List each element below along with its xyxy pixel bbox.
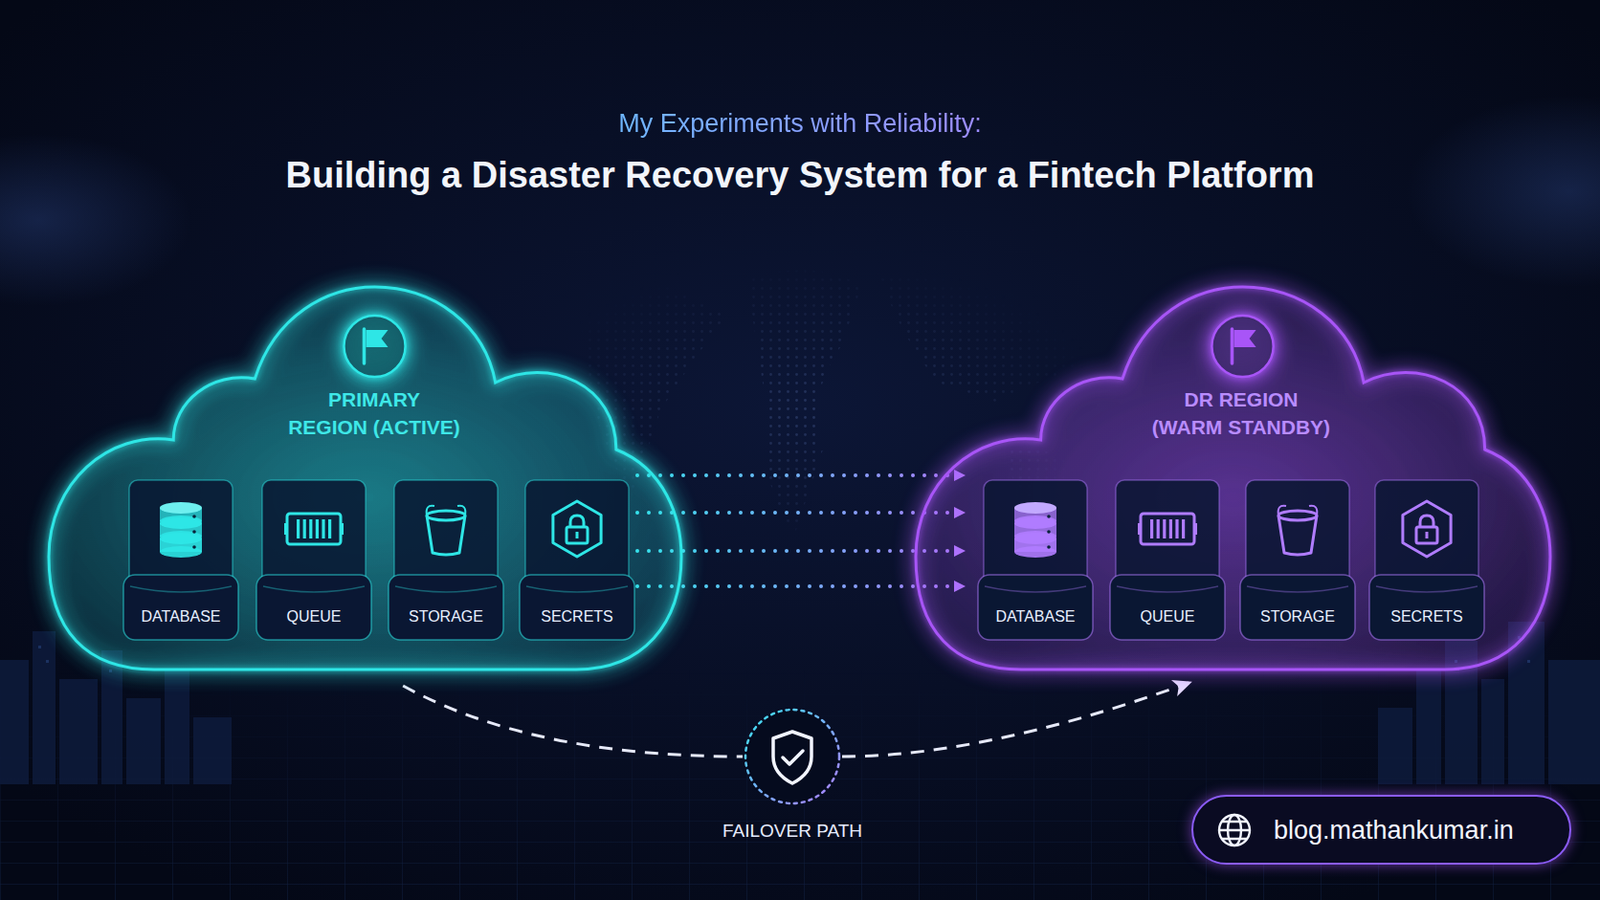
shield-circle — [734, 709, 850, 839]
failover-badge: FAILOVER PATH — [734, 709, 850, 839]
diagram-title: Building a Disaster Recovery System for … — [34, 155, 1566, 197]
service-box: DATABASE — [122, 479, 240, 642]
failover-path — [402, 686, 743, 757]
region-label: DR REGION (WARM STANDBY) — [1151, 385, 1332, 442]
service-box: DATABASE — [977, 479, 1094, 642]
region-cloud: PRIMARY REGION (ACTIVE) DATABASE QUEUE STOR… — [48, 287, 682, 670]
url-pill: blog.mathankumar.in — [1191, 795, 1572, 866]
service-box: STORAGE — [1239, 479, 1356, 642]
service-box: SECRETS — [518, 479, 636, 642]
replication-line — [637, 511, 964, 515]
service-box: QUEUE — [1109, 479, 1226, 642]
service-box: QUEUE — [255, 479, 373, 642]
service-label: STORAGE — [387, 607, 505, 627]
service-label: QUEUE — [255, 607, 373, 627]
service-box: STORAGE — [387, 479, 505, 642]
url-label: blog.mathankumar.in — [1273, 816, 1514, 846]
service-label: STORAGE — [1239, 607, 1356, 627]
replication-line — [637, 473, 964, 478]
region-cloud: DR REGION (WARM STANDBY) DATABASE QUEUE STO… — [915, 287, 1551, 670]
service-box: SECRETS — [1368, 479, 1486, 642]
replication-line — [637, 584, 964, 589]
service-label: SECRETS — [1368, 607, 1486, 627]
subtitle-label: My Experiments with Reliability: — [618, 109, 982, 138]
service-label: QUEUE — [1109, 607, 1226, 627]
globe-icon — [1216, 812, 1253, 849]
service-label: SECRETS — [518, 607, 636, 627]
failover-label: FAILOVER PATH — [722, 821, 863, 843]
failover-path — [842, 683, 1189, 757]
service-label: DATABASE — [977, 607, 1094, 627]
region-label: PRIMARY REGION (ACTIVE) — [288, 385, 461, 442]
subtitle-wrap: My Experiments with Reliability: — [0, 109, 1600, 139]
service-label: DATABASE — [122, 607, 240, 627]
